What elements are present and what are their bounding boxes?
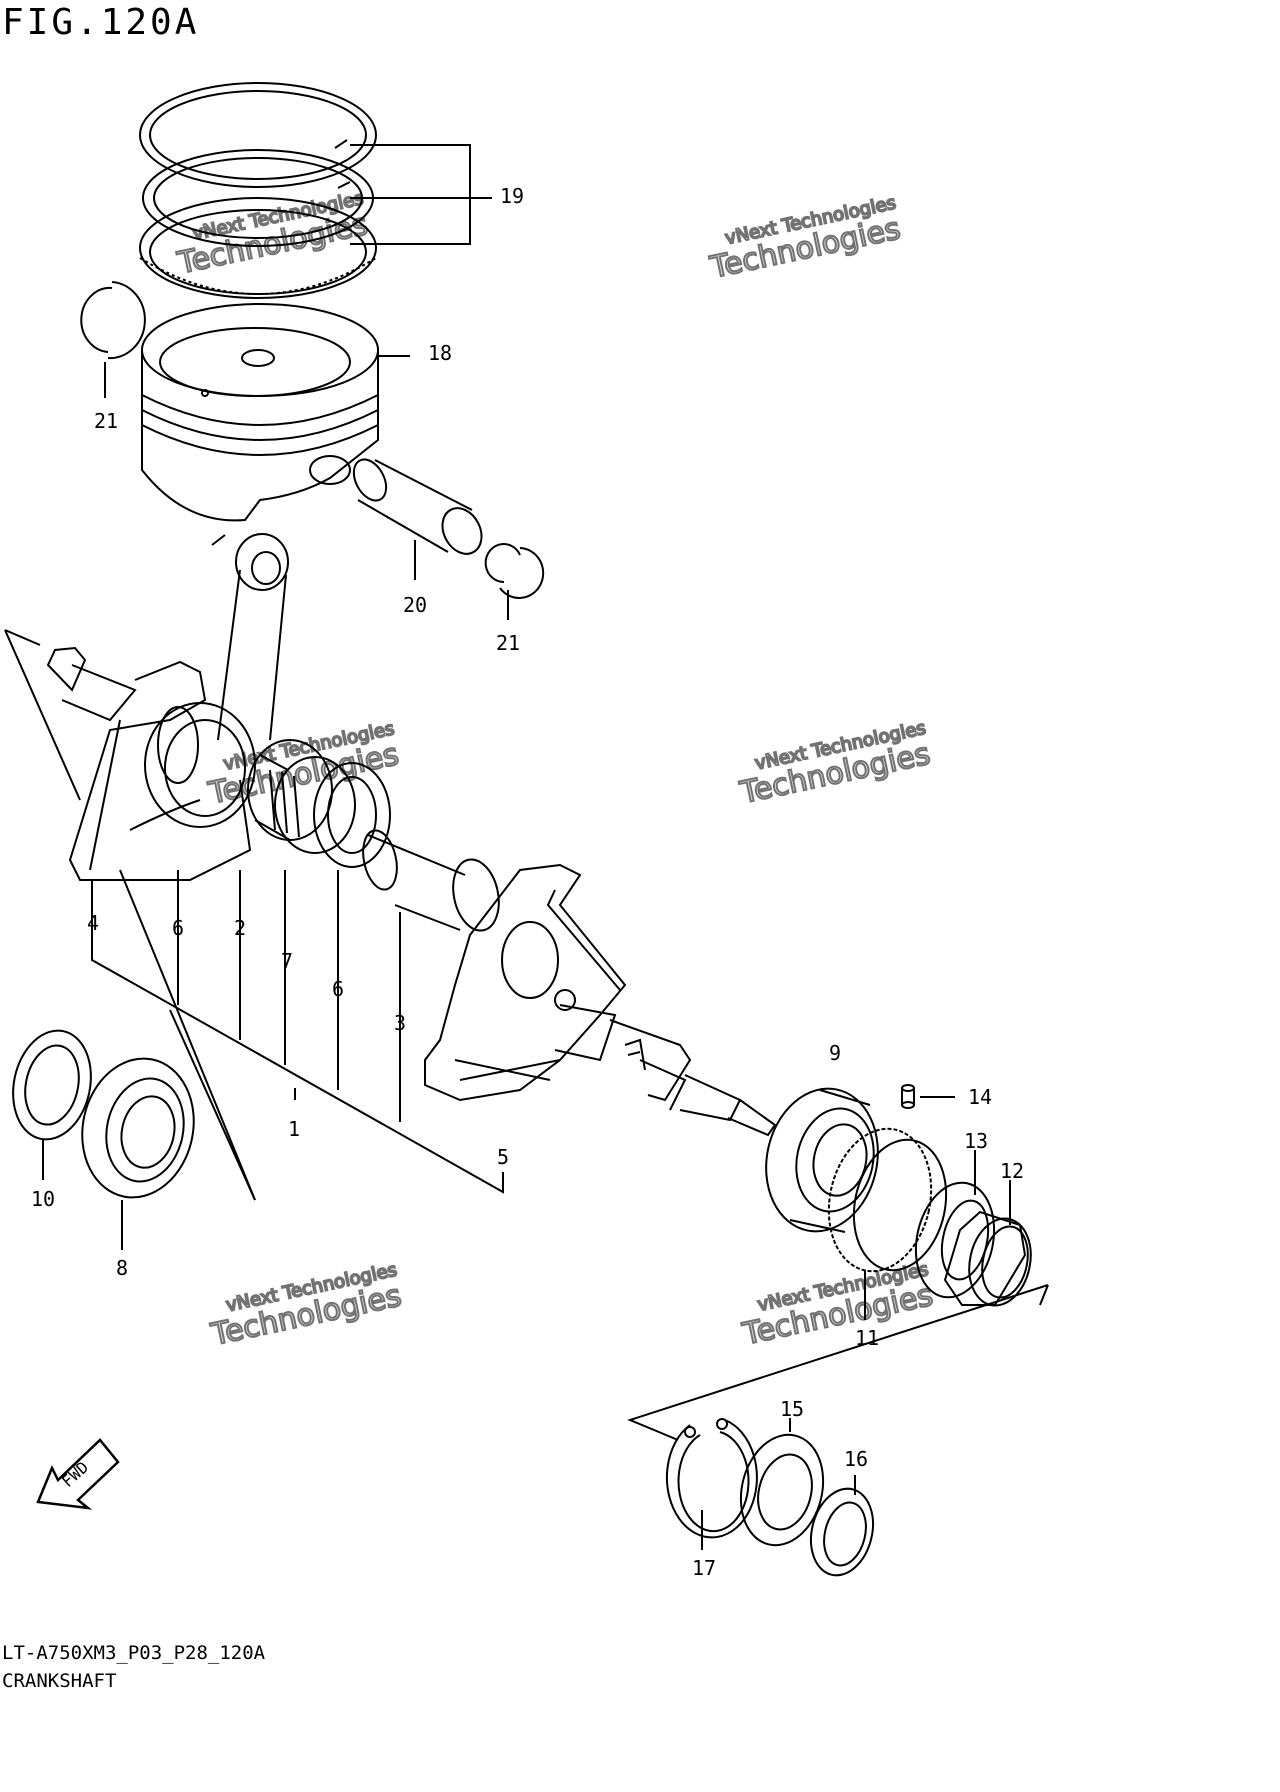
callout-6: 6 (172, 916, 184, 940)
callout-6: 6 (332, 977, 344, 1001)
callout-5: 5 (497, 1145, 509, 1169)
leader-19 (350, 144, 492, 245)
part-10-oil-seal (12, 1029, 92, 1141)
part-7-needle-bearing (247, 739, 356, 854)
part-18-piston (141, 303, 379, 522)
callout-13: 13 (964, 1129, 988, 1153)
part-6-washers (157, 706, 391, 868)
part-4-crank-left (46, 646, 256, 881)
callout-16: 16 (844, 1447, 868, 1471)
callout-9: 9 (829, 1041, 841, 1065)
part-14-key (901, 1084, 915, 1109)
callout-12: 12 (1000, 1159, 1024, 1183)
callout-8: 8 (116, 1256, 128, 1280)
callout-18: 18 (428, 341, 452, 365)
diagram-name: CRANKSHAFT (2, 1670, 117, 1692)
callout-21: 21 (496, 631, 520, 655)
part-16-oil-seal (810, 1487, 874, 1577)
part-21-circlip-lower (484, 543, 545, 599)
part-12-nut (943, 1210, 1032, 1307)
callout-4: 4 (87, 911, 99, 935)
callout-21: 21 (94, 409, 118, 433)
part-21-circlip-upper (80, 281, 146, 360)
callout-2: 2 (234, 916, 246, 940)
callout-15: 15 (780, 1397, 804, 1421)
part-20-piston-pin (352, 458, 483, 555)
part-5-crank-right (424, 863, 627, 1102)
figure-title: FIG.120A (2, 2, 200, 43)
part-17-circlip (665, 1418, 758, 1539)
callout-1: 1 (288, 1117, 300, 1141)
diagram-code: LT-A750XM3_P03_P28_120A (2, 1642, 266, 1664)
part-19-piston-rings (139, 82, 377, 299)
callout-20: 20 (403, 593, 427, 617)
fwd-arrow-icon: FWD (36, 1438, 120, 1510)
part-15-bearing (739, 1433, 825, 1547)
callout-17: 17 (692, 1556, 716, 1580)
callout-3: 3 (394, 1011, 406, 1035)
callout-7: 7 (281, 949, 293, 973)
callout-19: 19 (500, 184, 524, 208)
callout-11: 11 (855, 1326, 879, 1350)
part-9-bearing (765, 1087, 879, 1233)
callout-14: 14 (968, 1085, 992, 1109)
fwd-label: FWD (58, 1458, 92, 1491)
part-8-bearing (81, 1057, 195, 1199)
assembly-bracket-lines (4, 629, 1049, 1441)
part-3-crank-pin (362, 829, 500, 932)
crank-right-shaft (554, 1004, 777, 1137)
part-2-connecting-rod (211, 533, 289, 741)
part-13-washer (914, 1181, 996, 1299)
part-11-gear (827, 1127, 948, 1273)
watermark-group: vNext Technologies Technologies vNext Te… (173, 187, 937, 1354)
callout-10: 10 (31, 1187, 55, 1211)
